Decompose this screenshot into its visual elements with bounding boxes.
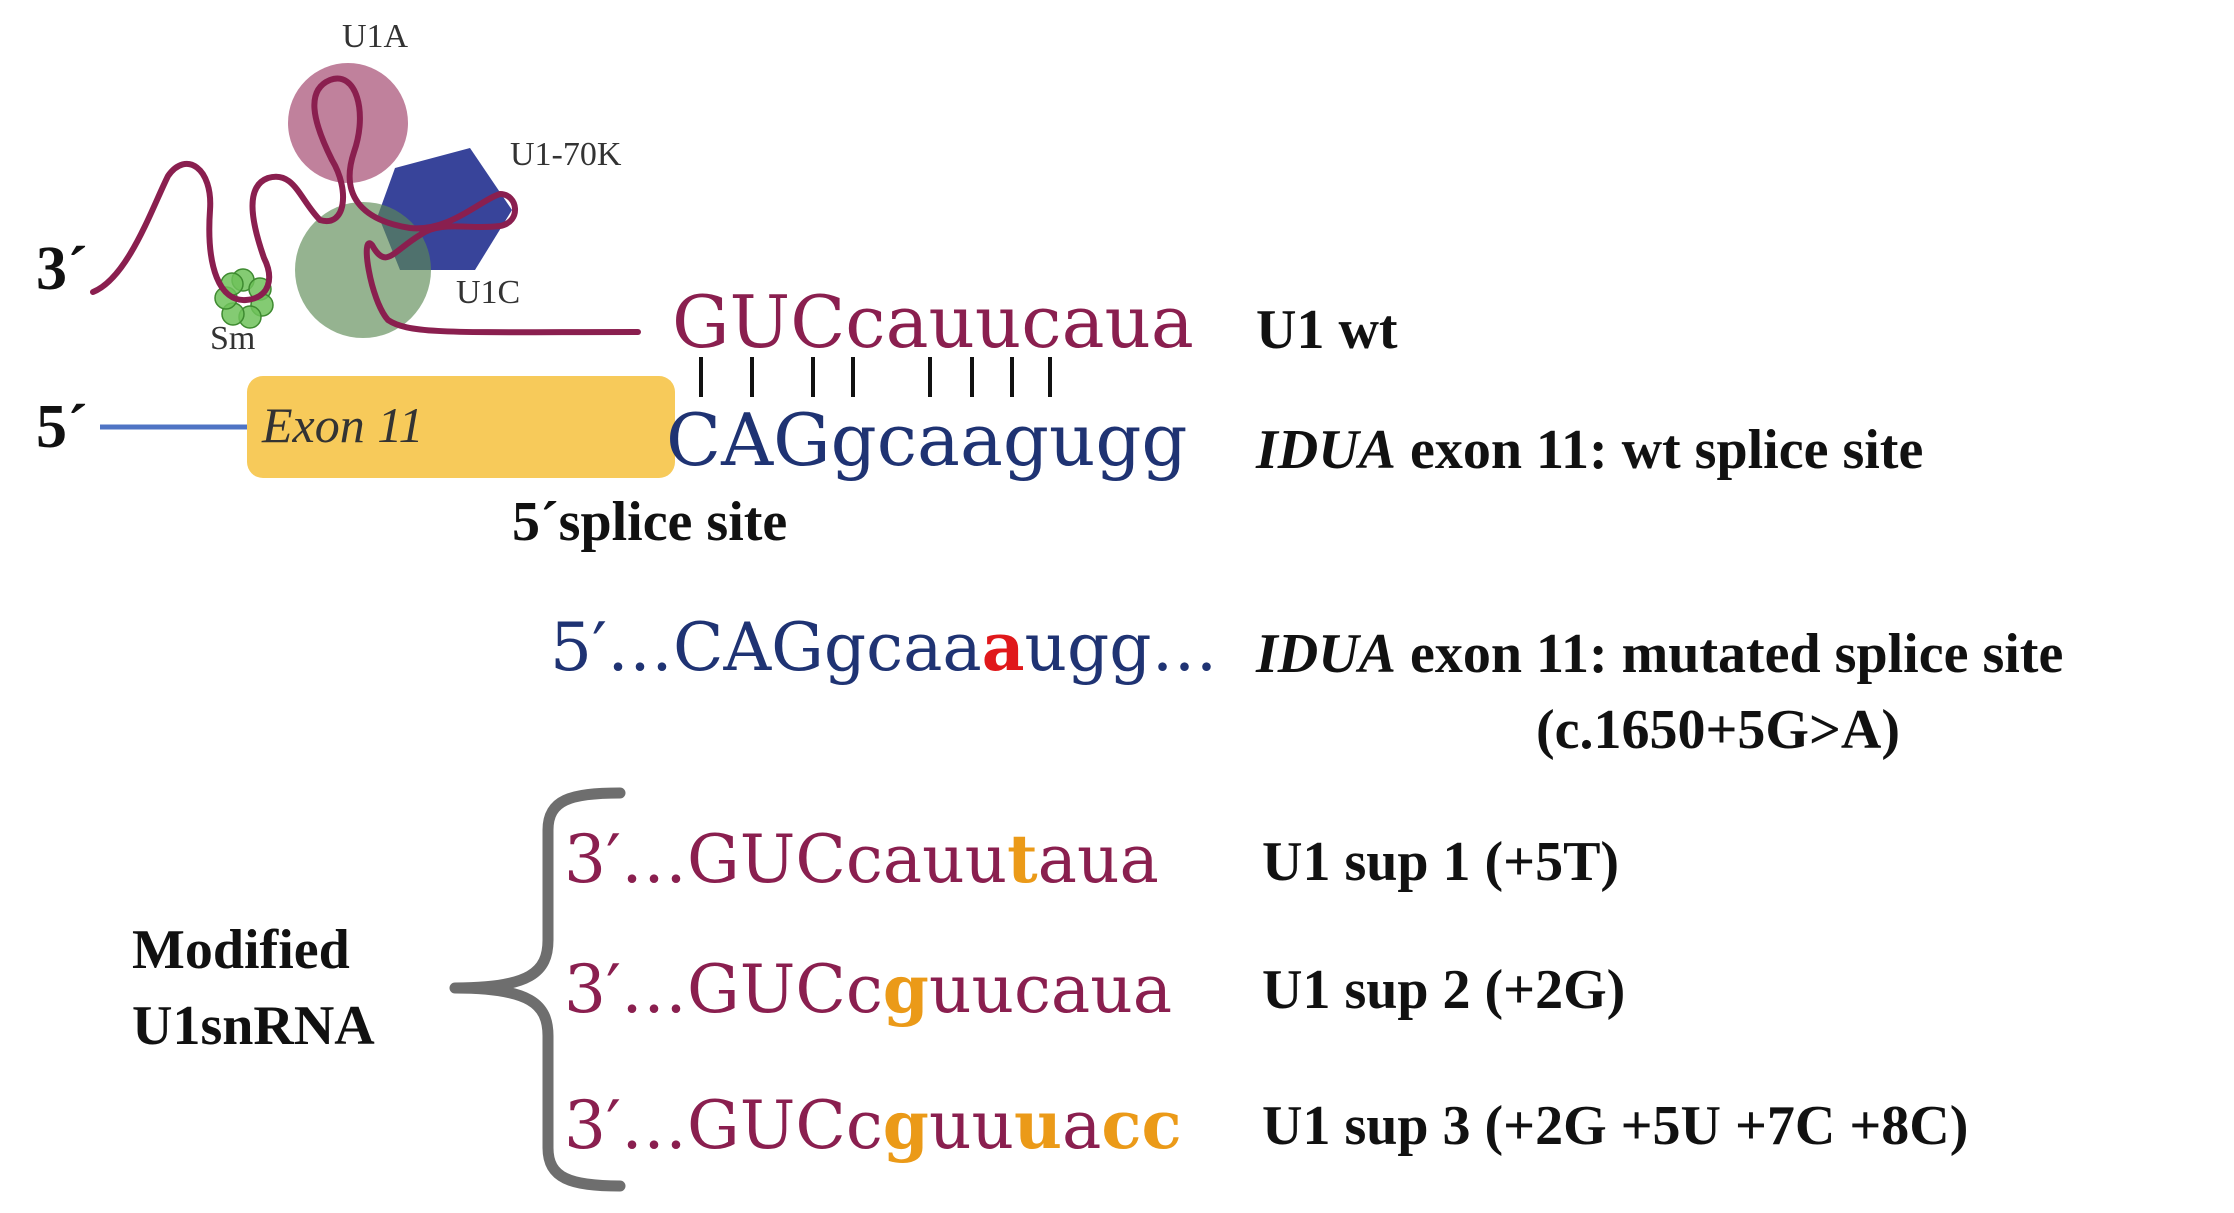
modified-label-line2: U1snRNA — [132, 995, 375, 1057]
mutated-base: a — [981, 608, 1025, 686]
u1-wt-label: U1 wt — [1256, 299, 1398, 361]
u1-sup3-sequence: 3′…GUCcguuuacc — [564, 1086, 1182, 1164]
u1-sup2-label: U1 sup 2 (+2G) — [1262, 959, 1626, 1021]
sm-ring-icon — [214, 268, 274, 329]
u1-sup1-sequence: 3′…GUCcauutaua — [564, 820, 1159, 898]
u1-sup1-label: U1 sup 1 (+5T) — [1262, 831, 1620, 893]
u1c-label: U1C — [456, 274, 521, 311]
modified-bracket — [449, 787, 626, 1192]
sup3-change-3: cc — [1101, 1086, 1182, 1164]
wt-splice-site-sequence: CAGgcaagugg — [666, 398, 1188, 482]
modified-label-line1: Modified — [132, 919, 350, 981]
u1-70k-label: U1-70K — [510, 136, 622, 173]
wt-splice-site-label: IDUA exon 11: wt splice site — [1256, 419, 1924, 481]
u1a-label: U1A — [342, 18, 409, 55]
sm-label: Sm — [210, 320, 256, 357]
u1c-protein-icon — [295, 202, 431, 338]
splice-site-label: 5´splice site — [512, 491, 788, 553]
sup1-change: t — [1007, 820, 1038, 898]
sup2-change: g — [882, 950, 929, 1028]
mutated-splice-site-label: IDUA exon 11: mutated splice site — [1256, 623, 2064, 685]
u1-sup2-sequence: 3′…GUCcguucaua — [564, 950, 1173, 1028]
exon-11-label: Exon 11 — [262, 397, 424, 453]
u1-wt-sequence: GUCcauucaua — [672, 280, 1194, 364]
base-pair-ticks — [699, 357, 1052, 397]
five-prime-end-label: 5´ — [36, 393, 88, 461]
u1-sup3-label: U1 sup 3 (+2G +5U +7C +8C) — [1262, 1095, 1969, 1157]
mutation-variant-label: (c.1650+5G>A) — [1536, 699, 1900, 761]
sup3-change-1: g — [882, 1086, 929, 1164]
sup3-change-2: u — [1013, 1086, 1062, 1164]
three-prime-end-label: 3´ — [36, 235, 88, 303]
mutated-splice-site-sequence: 5′…CAGgcaaaugg… — [550, 608, 1218, 686]
u1-snrna-strand — [90, 75, 641, 336]
exon-11-box — [247, 376, 675, 478]
